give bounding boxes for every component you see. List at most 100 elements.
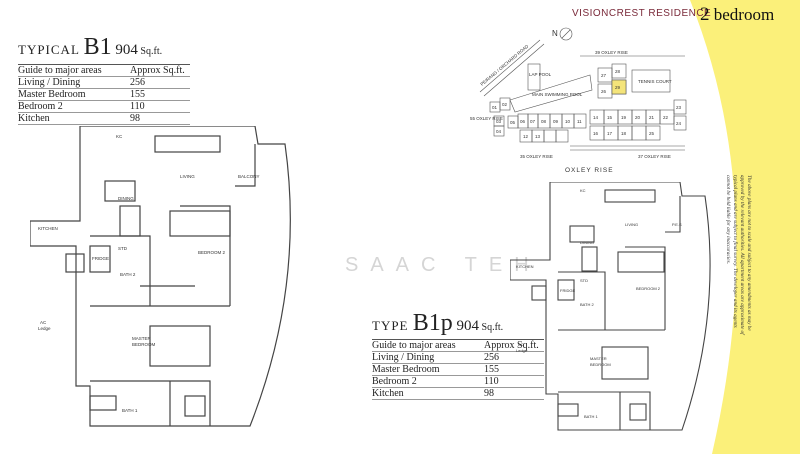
bedroom-number: 2 xyxy=(700,4,710,25)
unit-number: 14 xyxy=(593,115,599,120)
north-arrow-icon xyxy=(559,27,573,41)
b1p-living: LIVING xyxy=(625,222,638,227)
road-orchard: PEIRANG / ORCHARD ROAD xyxy=(479,43,530,87)
b1p-bedroom: BEDROOM xyxy=(590,362,611,367)
road-55-oxley: 55 OXLEY RISE xyxy=(470,116,503,121)
b1p-study: STD xyxy=(580,278,588,283)
unit-number: 12 xyxy=(523,134,529,139)
unit-number: 23 xyxy=(676,105,682,110)
pool-label: MAIN SWIMMING POOL xyxy=(532,92,583,97)
unit-number: 16 xyxy=(593,131,599,136)
bedroom-word: bedroom xyxy=(709,5,775,24)
unit-number: 17 xyxy=(607,131,613,136)
site-plan: N PEIRANG / ORCHARD ROAD 39 OXLEY RISE 3… xyxy=(470,27,687,174)
b1-fridge: FRIDGE xyxy=(92,256,109,261)
unit-number: 25 xyxy=(649,131,655,136)
type-b1-prefix: TYPICAL xyxy=(18,42,84,57)
brand-name: VISIONCREST RESIDENCE xyxy=(572,8,712,19)
road-39-oxley: 39 OXLEY RISE xyxy=(595,50,628,55)
road-37-oxley: 37 OXLEY RISE xyxy=(638,154,671,159)
b1-kc: KC xyxy=(116,134,123,139)
b1-bath2: BATH 2 xyxy=(120,272,136,277)
b1-ac: AC xyxy=(40,320,47,325)
b1-bedroom: BEDROOM xyxy=(132,342,156,347)
floor-plan-b1: KC LIVING DINING BALCONY KITCHEN BEDROOM… xyxy=(30,126,291,427)
unit-number: 21 xyxy=(649,115,655,120)
unit-number: 19 xyxy=(621,115,627,120)
b1-bedroom2: BEDROOM 2 xyxy=(198,250,226,255)
highlighted-unit xyxy=(611,79,627,95)
b1-bath1: BATH 1 xyxy=(122,408,138,413)
unit-number: 04 xyxy=(496,129,502,134)
type-b1p-unit: Sq.ft. xyxy=(479,322,504,333)
b1p-dining: DINING xyxy=(580,240,594,245)
bedroom-count-title: 2 bedroom xyxy=(700,4,774,26)
unit-number: 05 xyxy=(510,120,516,125)
unit-number: 27 xyxy=(601,73,607,78)
unit-number: 15 xyxy=(607,115,613,120)
b1p-ac: AC xyxy=(518,342,524,347)
b1p-ledge: Ledge xyxy=(516,348,528,353)
unit-number: 09 xyxy=(553,119,559,124)
unit-number: 26 xyxy=(601,89,607,94)
north-label: N xyxy=(552,29,558,38)
watermark-text: SAAC TEH xyxy=(345,254,541,276)
b1p-pes: P.E.S xyxy=(672,222,682,227)
unit-number: 08 xyxy=(541,119,547,124)
b1-kitchen: KITCHEN xyxy=(38,226,58,231)
b1p-bath1: BATH 1 xyxy=(584,414,598,419)
type-b1-size: 904 xyxy=(111,42,138,58)
unit-number: 03 xyxy=(496,119,502,124)
type-b1p-code: B1p xyxy=(412,310,453,336)
unit-number: 02 xyxy=(502,102,508,107)
b1-living: LIVING xyxy=(180,174,195,179)
type-b1p-prefix: TYPE xyxy=(372,318,413,333)
unit-number: 24 xyxy=(676,121,682,126)
unit-number: 22 xyxy=(663,115,669,120)
floor-plan-b1p: KC LIVING DINING P.E.S KITCHEN BEDROOM 2… xyxy=(510,182,711,431)
lap-pool-label: LAP POOL xyxy=(529,72,552,77)
unit-number: 10 xyxy=(565,119,571,124)
b1-balcony: BALCONY xyxy=(238,174,260,179)
b1-study: STD xyxy=(118,246,128,251)
b1p-kc: KC xyxy=(580,188,586,193)
b1-ledge: Ledge xyxy=(38,326,51,331)
b1p-bedroom2: BEDROOM 2 xyxy=(636,286,661,291)
type-b1p-size: 904 xyxy=(452,318,480,334)
b1-master: MASTER xyxy=(132,336,152,341)
tennis-label: TENNIS COURT xyxy=(638,79,672,84)
unit-number: 01 xyxy=(492,105,498,110)
unit-number: 20 xyxy=(635,115,641,120)
type-b1p-title: TYPE B1p 904 Sq.ft. xyxy=(372,310,503,337)
unit-number: 18 xyxy=(621,131,627,136)
unit-number: 11 xyxy=(577,119,582,124)
b1-dining: DINING xyxy=(118,196,134,201)
type-b1-title: TYPICAL B1 904 Sq.ft. xyxy=(18,34,162,61)
unit-number: 29 xyxy=(615,85,621,90)
road-oxley-rise: OXLEY RISE xyxy=(565,167,614,174)
type-b1-unit: Sq.ft. xyxy=(137,46,163,57)
b1p-bath2: BATH 2 xyxy=(580,302,594,307)
b1p-fridge: FRIDGE xyxy=(560,288,575,293)
unit-number: 07 xyxy=(530,119,536,124)
b1p-master: MASTER xyxy=(590,356,607,361)
road-35-oxley: 35 OXLEY RISE xyxy=(520,154,553,159)
unit-number: 06 xyxy=(520,119,526,124)
unit-number: 28 xyxy=(615,69,621,74)
type-b1-code: B1 xyxy=(83,34,112,60)
unit-number: 13 xyxy=(535,134,541,139)
b1p-kitchen: KITCHEN xyxy=(516,264,534,269)
